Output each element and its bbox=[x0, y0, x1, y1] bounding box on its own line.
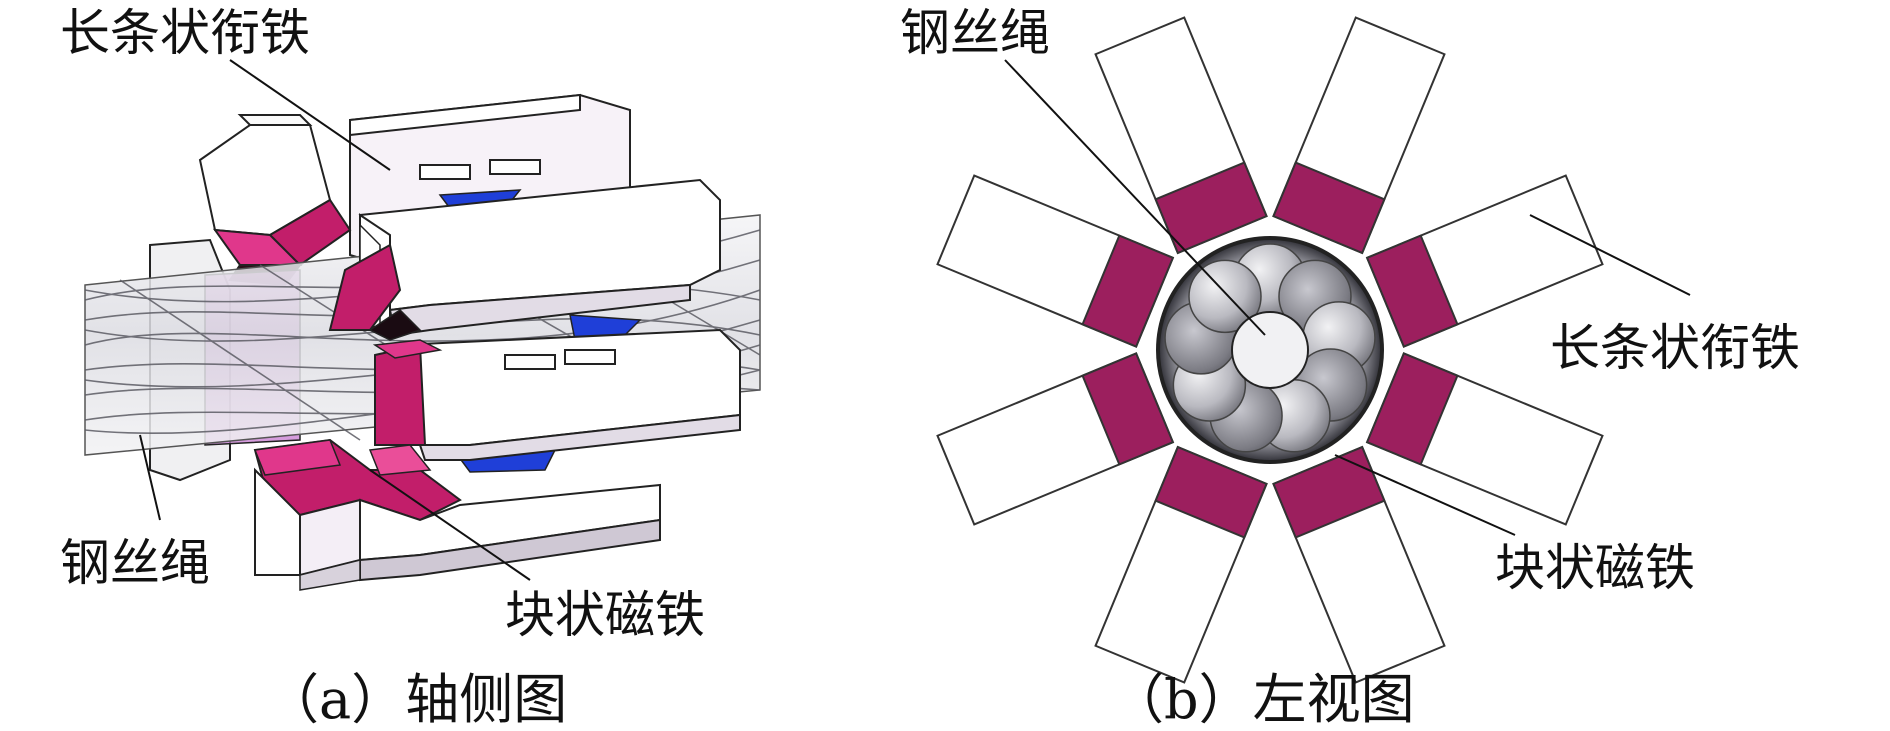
radial-arm bbox=[936, 174, 1175, 348]
leader-rope-b bbox=[1004, 59, 1266, 336]
magnet-block bbox=[1272, 445, 1386, 539]
caption-b: （b）左视图 bbox=[1110, 668, 1415, 731]
panel-b-left-view: 钢丝绳 长条状衔铁 块状磁铁 （b）左视图 bbox=[900, 4, 1800, 731]
armature-front-upper bbox=[328, 178, 721, 341]
wire-rope-cross-section bbox=[1156, 236, 1384, 464]
radial-arm bbox=[936, 352, 1175, 526]
label-rope-a: 钢丝绳 bbox=[60, 534, 210, 592]
magnet-block bbox=[1081, 234, 1175, 348]
panel-a-axonometric: 长条状衔铁 钢丝绳 块状磁铁 （a）轴侧图 bbox=[60, 4, 761, 731]
magnet-block bbox=[1365, 234, 1459, 348]
magnet-block bbox=[1154, 161, 1268, 255]
radial-arm bbox=[1094, 16, 1268, 255]
magnet-block bbox=[1154, 445, 1268, 539]
label-magnet-b: 块状磁铁 bbox=[1495, 539, 1695, 597]
leader-magnet-a bbox=[369, 469, 531, 581]
leader-armature-a bbox=[229, 59, 391, 171]
radial-arm bbox=[1272, 16, 1446, 255]
radial-arm bbox=[1272, 445, 1446, 684]
magnet-block bbox=[1365, 352, 1459, 466]
panel-b-leaders bbox=[1004, 59, 1691, 536]
armature-bottom bbox=[253, 438, 661, 591]
label-magnet-a: 块状磁铁 bbox=[505, 586, 705, 644]
magnet-block bbox=[1081, 352, 1175, 466]
panel-a-leaders bbox=[139, 59, 531, 581]
leader-rope-a bbox=[139, 434, 161, 521]
radial-arm bbox=[1365, 174, 1604, 348]
leader-magnet-b bbox=[1334, 454, 1516, 536]
magnet-block bbox=[1272, 161, 1386, 255]
leader-armature-b bbox=[1529, 214, 1691, 296]
label-rope-b: 钢丝绳 bbox=[900, 4, 1050, 62]
armature-front-lower bbox=[372, 328, 741, 461]
label-armature-a: 长条状衔铁 bbox=[60, 4, 310, 62]
rope-wire bbox=[1188, 259, 1262, 334]
radial-arms bbox=[936, 16, 1604, 684]
radial-arm bbox=[1094, 445, 1268, 684]
radial-arm bbox=[1365, 352, 1604, 526]
label-armature-b: 长条状衔铁 bbox=[1550, 319, 1800, 377]
caption-a: （a）轴侧图 bbox=[265, 668, 567, 731]
rope-core bbox=[1231, 311, 1309, 389]
rope-wires bbox=[1164, 243, 1376, 453]
